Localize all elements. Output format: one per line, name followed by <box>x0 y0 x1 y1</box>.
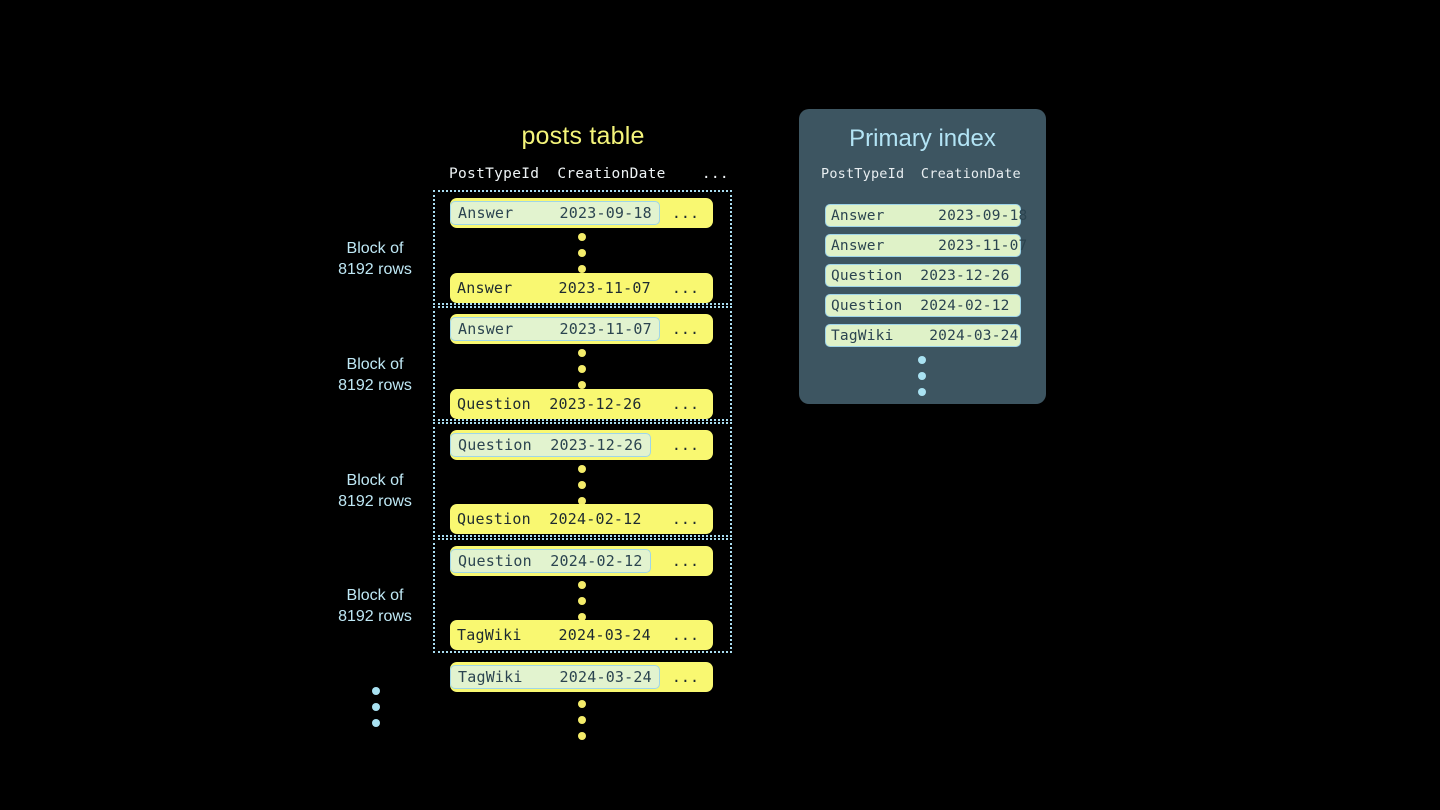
index-row[interactable]: Question 2023-12-26 <box>825 264 1021 287</box>
index-row[interactable]: Answer 2023-11-07 <box>825 234 1027 257</box>
block-4-label-line2: 8192 rows <box>338 608 412 625</box>
row-more-columns: ... <box>671 668 699 686</box>
block-2-label-line2: 8192 rows <box>338 377 412 394</box>
block-3-label-line2: 8192 rows <box>338 493 412 510</box>
table-row[interactable]: Question 2024-02-12 ... <box>450 546 713 576</box>
row-cells: Question 2023-12-26 <box>450 433 651 457</box>
row-cells: TagWiki 2024-03-24 <box>450 665 660 689</box>
block-2-label: Block of 8192 rows <box>300 354 450 396</box>
posts-table-column-headers: PostTypeId CreationDate ... <box>449 166 729 182</box>
index-row-cells: Question 2023-12-26 <box>831 267 1010 284</box>
index-row-cells: Answer 2023-11-07 <box>831 237 1028 254</box>
posts-table-title: posts table <box>521 122 645 150</box>
rows-ellipsis <box>576 349 588 397</box>
primary-index-title: Primary index <box>849 125 996 152</box>
row-cells: Question 2024-02-12 <box>457 510 642 528</box>
row-cells: Answer 2023-09-18 <box>450 201 660 225</box>
row-more-columns: ... <box>671 510 699 528</box>
rows-ellipsis <box>576 233 588 281</box>
row-more-columns: ... <box>671 204 699 222</box>
row-cells: Question 2023-12-26 <box>457 395 642 413</box>
primary-index-panel: Primary index PostTypeId CreationDate An… <box>799 109 1046 404</box>
rows-ellipsis <box>576 465 588 513</box>
index-row[interactable]: Answer 2023-09-18 <box>825 204 1027 227</box>
row-cells: TagWiki 2024-03-24 <box>457 626 651 644</box>
table-row[interactable]: Question 2023-12-26 ... <box>450 430 713 460</box>
table-row[interactable]: Answer 2023-11-07 ... <box>450 273 713 303</box>
index-row-cells: TagWiki 2024-03-24 <box>831 327 1019 344</box>
row-more-columns: ... <box>671 626 699 644</box>
block-2-label-line1: Block of <box>346 356 404 373</box>
index-ellipsis <box>916 356 928 404</box>
rows-ellipsis <box>576 700 588 748</box>
block-4-label: Block of 8192 rows <box>300 585 450 627</box>
block-3-boundary <box>433 422 732 537</box>
block-3-label: Block of 8192 rows <box>300 470 450 512</box>
row-more-columns: ... <box>671 320 699 338</box>
row-more-columns: ... <box>671 552 699 570</box>
row-cells: Answer 2023-11-07 <box>450 317 660 341</box>
index-row-cells: Question 2024-02-12 <box>831 297 1010 314</box>
table-row[interactable]: TagWiki 2024-03-24 ... <box>450 662 713 692</box>
row-cells: Question 2024-02-12 <box>450 549 651 573</box>
table-row[interactable]: Answer 2023-11-07 ... <box>450 314 713 344</box>
index-row[interactable]: Question 2024-02-12 <box>825 294 1021 317</box>
row-more-columns: ... <box>671 279 699 297</box>
block-4-boundary <box>433 538 732 653</box>
table-row[interactable]: Question 2024-02-12 ... <box>450 504 713 534</box>
table-row[interactable]: Answer 2023-09-18 ... <box>450 198 713 228</box>
block-2-boundary <box>433 306 732 421</box>
blocks-ellipsis <box>370 687 382 735</box>
rows-ellipsis <box>576 581 588 629</box>
table-row[interactable]: TagWiki 2024-03-24 ... <box>450 620 713 650</box>
index-row[interactable]: TagWiki 2024-03-24 <box>825 324 1021 347</box>
block-1-label: Block of 8192 rows <box>300 238 450 280</box>
block-4-label-line1: Block of <box>346 587 404 604</box>
row-cells: Answer 2023-11-07 <box>457 279 651 297</box>
block-1-label-line1: Block of <box>346 240 404 257</box>
table-row[interactable]: Question 2023-12-26 ... <box>450 389 713 419</box>
block-3-label-line1: Block of <box>346 472 404 489</box>
index-row-cells: Answer 2023-09-18 <box>831 207 1028 224</box>
block-1-boundary <box>433 190 732 305</box>
block-1-label-line2: 8192 rows <box>338 261 412 278</box>
primary-index-column-headers: PostTypeId CreationDate <box>821 166 1021 182</box>
row-more-columns: ... <box>671 395 699 413</box>
row-more-columns: ... <box>671 436 699 454</box>
